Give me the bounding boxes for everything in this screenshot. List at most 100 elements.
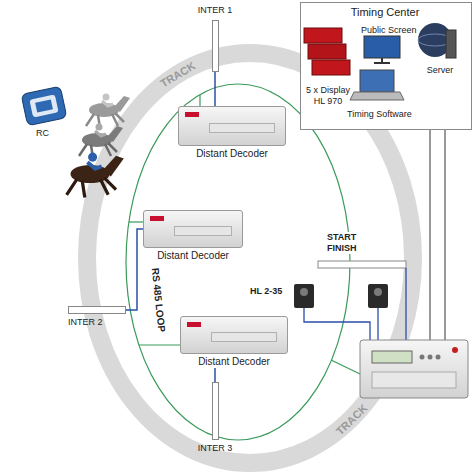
signal-cable — [214, 72, 216, 106]
device-label: Distant Decoder — [198, 356, 270, 368]
loop-label: RS 485 LOOP — [149, 267, 168, 332]
rs485-loop-wire — [331, 360, 360, 374]
main-decoder — [372, 372, 456, 388]
distant-decoder: Distant Decoder — [178, 106, 286, 160]
racehorses — [67, 178, 116, 198]
signal-cable — [214, 368, 216, 382]
start-finish-loop — [318, 261, 406, 268]
timing-center-equipment — [300, 2, 468, 130]
track-label: TRACK — [158, 59, 198, 90]
distant-decoder: Distant Decoder — [143, 210, 243, 262]
timing-center-equipment — [360, 70, 394, 92]
racehorses — [79, 124, 123, 159]
sensor-cable — [304, 268, 406, 340]
device-logo — [187, 322, 201, 327]
photocell — [368, 284, 388, 308]
photocell — [294, 284, 388, 308]
rc-transponder — [21, 86, 67, 126]
device-caption: Server — [417, 65, 463, 76]
device-caption: Public Screen — [361, 25, 417, 36]
device-logo — [150, 216, 164, 221]
photocell — [300, 288, 308, 296]
loop-antenna — [212, 382, 219, 440]
main-decoder — [372, 351, 412, 363]
rs485-loop-wire — [199, 95, 200, 106]
sensor-cable — [405, 268, 406, 340]
racehorses — [88, 153, 97, 162]
distant-decoder: Distant Decoder — [180, 316, 288, 368]
timing-center-equipment — [350, 92, 404, 100]
racehorses — [86, 94, 130, 129]
sensor-cable — [304, 308, 370, 340]
signal-cable — [126, 229, 143, 310]
rc-transponder — [29, 94, 58, 117]
photocell-label: HL 2-35 — [250, 286, 282, 297]
rc-transponder — [35, 99, 53, 112]
main-decoder — [420, 355, 425, 360]
box-title: Timing Center — [301, 6, 469, 19]
start-finish-label: START FINISH — [326, 232, 372, 254]
rc-transponder — [21, 86, 67, 126]
main-decoder — [452, 347, 458, 353]
start-finish-loop — [318, 261, 406, 268]
antenna-label: INTER 1 — [198, 5, 233, 16]
race-track — [87, 53, 413, 463]
racehorses — [103, 156, 124, 177]
sensor-cable — [377, 308, 378, 340]
timing-center-equipment — [304, 28, 342, 43]
racehorses — [67, 94, 130, 198]
race-track — [87, 53, 413, 463]
timing-loop-antenna: INTER 3 — [190, 382, 240, 454]
racehorses — [102, 101, 113, 106]
rs485-loop-wire — [129, 221, 143, 222]
timing-center-equipment — [374, 62, 390, 64]
timing-center-equipment — [312, 60, 350, 75]
racehorses — [96, 124, 103, 131]
device-caption: Timing Software — [347, 109, 412, 120]
antenna-label: INTER 2 — [68, 317, 103, 328]
timing-center-box: Timing CenterPublic Screen 5 x Display HL… — [300, 2, 472, 130]
data-cable — [430, 130, 445, 340]
decoder-device — [178, 106, 286, 146]
device-caption: 5 x Display HL 970 — [303, 85, 353, 107]
racehorses — [67, 153, 124, 198]
device-panel — [209, 123, 275, 133]
rs485-loop-wire — [139, 344, 180, 345]
racehorses — [79, 143, 117, 158]
racehorses — [95, 131, 106, 136]
data-cable — [429, 130, 430, 340]
timing-center-equipment — [300, 2, 468, 130]
timing-center-equipment — [308, 44, 346, 59]
decoder-device — [143, 210, 243, 248]
photocell — [294, 284, 314, 308]
track-label: TRACK — [334, 402, 371, 438]
device-label: Distant Decoder — [157, 250, 229, 262]
main-decoder — [428, 355, 433, 360]
loop-antenna — [212, 20, 219, 72]
main-decoder — [360, 340, 468, 398]
main-decoder — [360, 340, 468, 398]
racehorses — [87, 162, 101, 169]
timing-center-equipment — [446, 30, 456, 58]
device-panel — [211, 332, 277, 342]
loop-antenna — [68, 306, 126, 314]
rs485-loop-wire — [126, 84, 350, 440]
main-decoder — [436, 355, 441, 360]
device-logo — [185, 112, 199, 117]
racehorses — [103, 94, 110, 101]
timing-center-equipment — [364, 36, 400, 58]
decoder-device — [180, 316, 288, 354]
racehorses — [86, 113, 124, 128]
device-label: Distant Decoder — [196, 148, 268, 160]
racehorses — [114, 96, 130, 112]
timing-loop-antenna: INTER 1 — [190, 5, 240, 72]
racehorses — [107, 126, 123, 142]
photocell — [374, 288, 382, 296]
data-cable — [444, 130, 445, 340]
antenna-label: INTER 3 — [198, 443, 233, 454]
device-panel — [174, 226, 232, 236]
transponder-label: RC — [36, 128, 49, 139]
timing-loop-antenna: INTER 2 — [68, 306, 126, 328]
